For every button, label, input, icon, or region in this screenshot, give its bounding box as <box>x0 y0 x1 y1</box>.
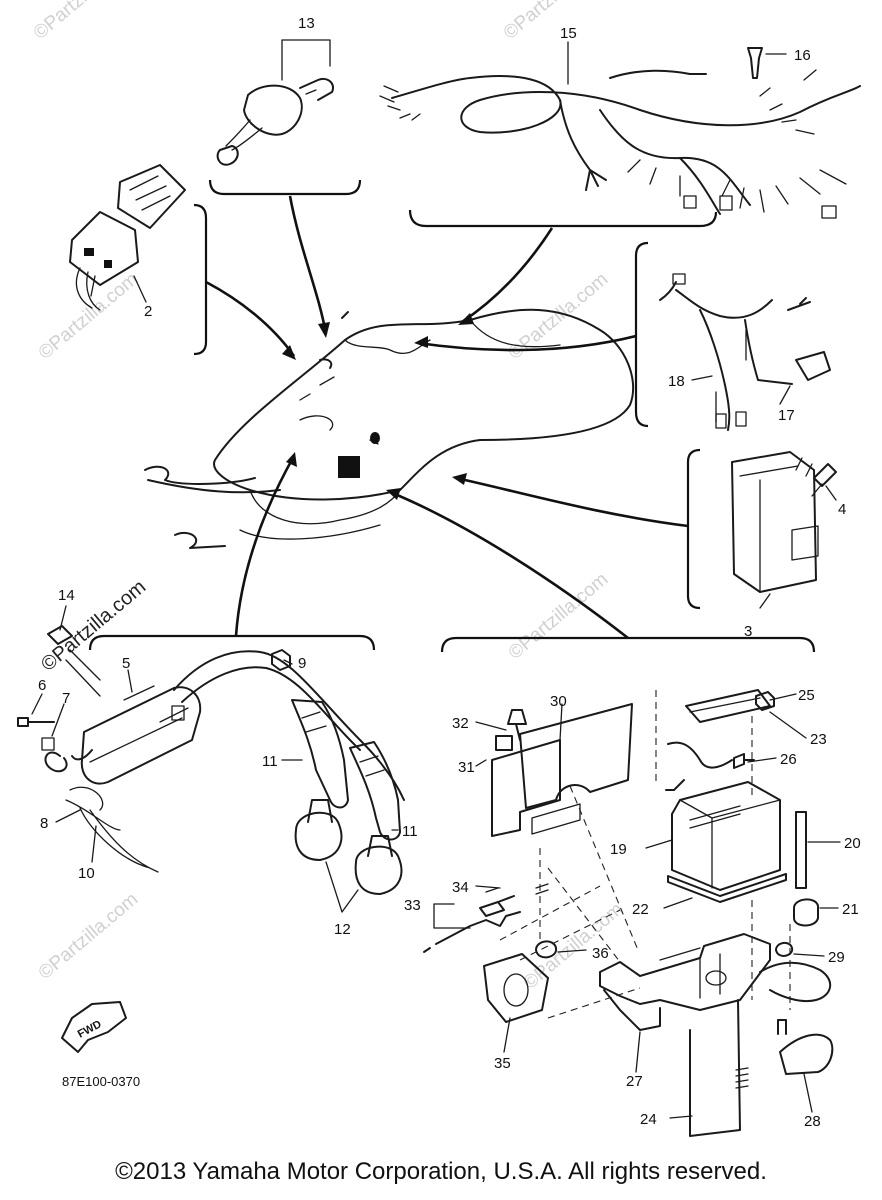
callout-31: 31 <box>458 759 475 776</box>
callout-35: 35 <box>494 1055 511 1072</box>
arrows <box>205 195 689 640</box>
callout-12: 12 <box>334 921 351 938</box>
watermark: ©Partzilla.com <box>505 569 613 664</box>
callout-14: 14 <box>58 587 75 604</box>
callout-23: 23 <box>810 731 827 748</box>
watermark: ©Partzilla.com <box>35 889 143 984</box>
group-brackets <box>88 179 816 653</box>
callout-15: 15 <box>560 25 577 42</box>
part-13-switch <box>216 78 334 166</box>
callout-21: 21 <box>842 901 859 918</box>
watermark-dark: ©Partzilla.com <box>37 576 150 676</box>
callout-19: 19 <box>610 841 627 858</box>
diagram-code: 87E100-0370 <box>62 1074 140 1089</box>
callout-5: 5 <box>122 655 130 672</box>
callout-34: 34 <box>452 879 469 896</box>
callout-11: 11 <box>262 753 278 770</box>
fwd-arrow: FWD <box>61 1001 127 1053</box>
parts-6-7-8-10-14 <box>17 625 159 873</box>
callout-24: 24 <box>640 1111 657 1128</box>
callout-8: 8 <box>40 815 48 832</box>
callouts: 2 3 4 5 6 7 8 9 10 11 11 12 13 14 15 16 … <box>38 15 861 1130</box>
callout-17: 17 <box>778 407 795 424</box>
callout-32: 32 <box>452 715 469 732</box>
snowmobile-illustration <box>144 308 635 549</box>
watermark: ©Partzilla.com <box>30 0 138 44</box>
fwd-label: FWD <box>76 1018 104 1040</box>
callout-28: 28 <box>804 1113 821 1130</box>
watermark: ©Partzilla.com <box>500 0 608 44</box>
dashed-assembly-lines <box>499 690 791 1019</box>
callout-30: 30 <box>550 693 567 710</box>
callout-10: 10 <box>78 865 95 882</box>
part-11-plug-caps <box>291 699 401 841</box>
callout-20: 20 <box>844 835 861 852</box>
callout-2: 2 <box>144 303 152 320</box>
part-9-nut <box>271 649 291 671</box>
watermark: ©Partzilla.com <box>35 269 143 364</box>
callout-26: 26 <box>780 751 797 768</box>
part-15-wire-harness <box>379 69 861 219</box>
callout-16: 16 <box>794 47 811 64</box>
part-3-control-unit <box>731 451 819 593</box>
part-4-screw <box>811 463 837 497</box>
callout-29: 29 <box>828 949 845 966</box>
callout-18: 18 <box>668 373 685 390</box>
part-2-handlebar-switch <box>69 164 186 311</box>
callout-27: 27 <box>626 1073 643 1090</box>
callout-33: 33 <box>404 897 421 914</box>
part-5-ignition-coil <box>71 650 405 801</box>
callout-36: 36 <box>592 945 609 962</box>
leader-lines <box>31 39 841 1119</box>
part-16-connector <box>747 47 763 79</box>
callout-4: 4 <box>838 501 846 518</box>
callout-3: 3 <box>744 623 752 640</box>
part-17-18-wire-leads <box>659 273 831 431</box>
callout-6: 6 <box>38 677 46 694</box>
battery-assembly <box>423 689 834 1137</box>
callout-9: 9 <box>298 655 306 672</box>
copyright-notice: ©2013 Yamaha Motor Corporation, U.S.A. A… <box>115 1158 767 1185</box>
callout-22: 22 <box>632 901 649 918</box>
callout-7: 7 <box>62 690 70 707</box>
callout-13: 13 <box>298 15 315 32</box>
callout-25: 25 <box>798 687 815 704</box>
callout-11b: 11 <box>402 823 418 840</box>
part-12-plug-covers <box>294 799 403 895</box>
